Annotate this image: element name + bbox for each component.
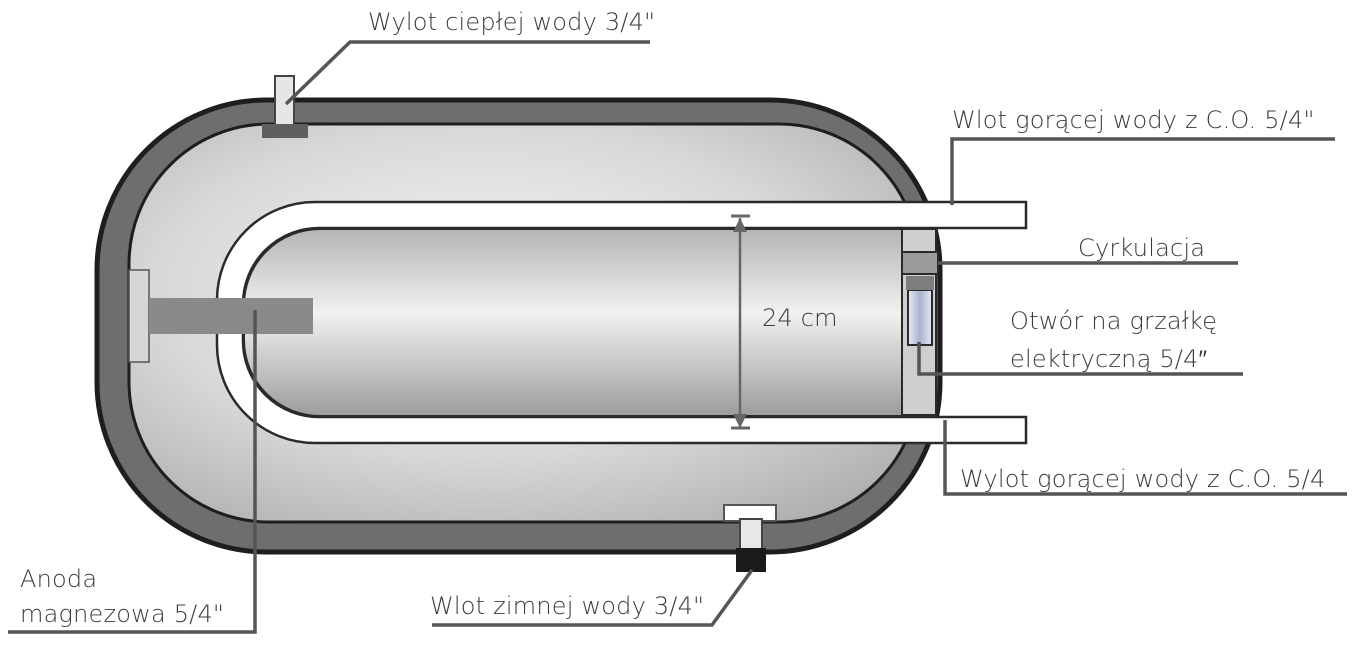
label-anode-line1: Anoda: [20, 565, 98, 593]
leader-hot-water-outlet-co: [943, 420, 1347, 496]
label-hot-water-outlet-co: Wylot gorącej wody z C.O. 5/4: [960, 465, 1326, 493]
leader-hot-water-outlet: [284, 40, 650, 106]
label-cold-water-inlet: Wlot zimnej wody 3/4": [430, 592, 705, 620]
leader-lines: [8, 40, 1347, 634]
hot-water-outlet-stub: [274, 75, 295, 129]
label-heater-opening-line1: Otwór na grzałkę: [1010, 307, 1218, 335]
leader-anode: [8, 310, 257, 634]
anode-flange: [128, 269, 150, 363]
leader-cold-water-inlet: [432, 568, 754, 627]
label-hot-water-outlet: Wylot ciepłej wody 3/4": [368, 8, 656, 36]
label-circulation: Cyrkulacja: [1078, 234, 1206, 262]
dimension-arrow: [731, 214, 750, 430]
heating-coil: [215, 200, 1028, 445]
leader-hot-water-inlet-co: [950, 137, 1335, 205]
leader-heater-opening: [917, 342, 1243, 376]
cold-water-inlet-cap: [736, 548, 766, 572]
cold-water-inlet-stub: [739, 518, 763, 554]
magnesium-anode-rod: [149, 298, 313, 334]
inner-cylinder: [243, 228, 903, 417]
label-anode-line2: magnezowa 5/4": [20, 600, 225, 628]
circulation-fitting: [901, 251, 939, 275]
label-coil-dimension: 24 cm: [762, 304, 838, 332]
label-heater-opening-line2: elektryczną 5/4″: [1010, 345, 1208, 373]
label-hot-water-inlet-co: Wlot gorącej wody z C.O. 5/4": [952, 106, 1315, 134]
heater-flange: [907, 289, 933, 346]
hot-water-outlet-base: [262, 124, 308, 138]
heater-flange-top: [906, 276, 934, 290]
